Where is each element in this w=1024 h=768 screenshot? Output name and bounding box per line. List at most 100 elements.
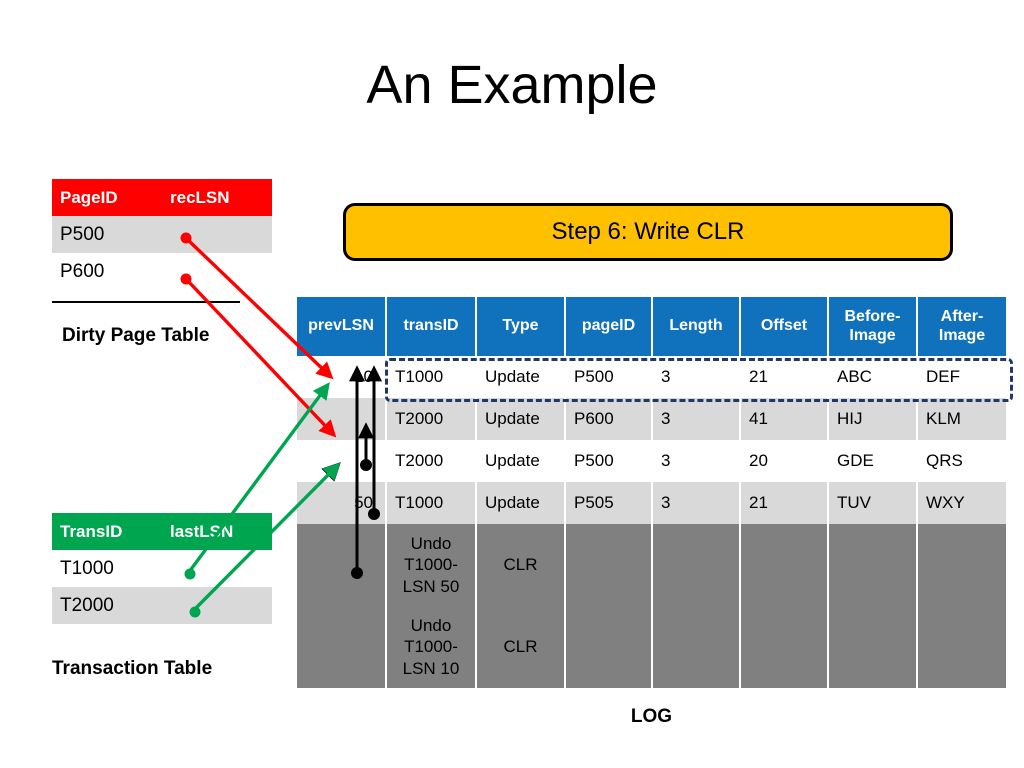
log-header-type: Type: [476, 297, 566, 356]
log-header-length-l1: Length: [669, 317, 723, 335]
log-cell-transid-0: T1000: [386, 356, 477, 398]
log-table-row: 50 T1000 Update P505 3 21 TUV WXY: [297, 482, 1006, 524]
log-cell-type-5: CLR: [476, 606, 566, 688]
log-header-pageid-l1: pageID: [581, 317, 636, 335]
log-header-offset: Offset: [740, 297, 829, 356]
log-header-transid-l1: transID: [403, 317, 459, 335]
log-header-before-l1: Before-: [844, 308, 901, 326]
log-cell-prevlsn-3: 50: [297, 482, 387, 524]
log-table-caption: LOG: [630, 706, 673, 727]
log-cell-length-3: 3: [652, 482, 741, 524]
dpt-cell-pageid-1: P600: [52, 253, 162, 290]
log-table-wrapper: prevLSN transID Type pageID Length Offse…: [297, 297, 1006, 688]
dpt-header-pageid: PageID: [52, 179, 162, 216]
dpt-cell-pageid-0: P500: [52, 216, 162, 253]
table-row: P500: [52, 216, 272, 253]
log-header-after-l2: Image: [938, 326, 986, 344]
tt-cell-transid-0: T1000: [52, 550, 162, 587]
log-cell-type-2: Update: [476, 440, 566, 482]
log-cell-offset-5: [740, 606, 829, 688]
log-header-before-l2: Image: [849, 326, 896, 344]
log-cell-type-0: Update: [476, 356, 566, 398]
log-cell-before-4: [828, 524, 918, 606]
log-header-after-image: After- Image: [917, 297, 1006, 356]
log-cell-length-2: 3: [652, 440, 741, 482]
page-title: An Example: [366, 55, 658, 115]
log-cell-after-3: WXY: [917, 482, 1006, 524]
log-cell-transid-1: T2000: [386, 398, 477, 440]
log-cell-pageid-4: [565, 524, 653, 606]
log-cell-prevlsn-0: 10: [297, 356, 387, 398]
log-table-row: T2000 Update P500 3 20 GDE QRS: [297, 440, 1006, 482]
log-cell-type-1: Update: [476, 398, 566, 440]
log-cell-before-3: TUV: [828, 482, 918, 524]
log-table-row: T2000 Update P600 3 41 HIJ KLM: [297, 398, 1006, 440]
tt-cell-lastlsn-0: [162, 550, 272, 587]
log-table: prevLSN transID Type pageID Length Offse…: [297, 297, 1006, 688]
log-header-before-image: Before- Image: [828, 297, 918, 356]
log-cell-offset-0: 21: [740, 356, 829, 398]
transaction-table: TransID lastLSN T1000 T2000: [52, 513, 272, 624]
tt-cell-lastlsn-1: [162, 587, 272, 624]
log-cell-prevlsn-2: [297, 440, 387, 482]
log-cell-before-0: ABC: [828, 356, 918, 398]
log-cell-offset-3: 21: [740, 482, 829, 524]
log-cell-pageid-3: P505: [565, 482, 653, 524]
log-cell-type-3: Update: [476, 482, 566, 524]
log-cell-length-0: 3: [652, 356, 741, 398]
step-callout-box: Step 6: Write CLR: [343, 203, 953, 261]
log-header-row: prevLSN transID Type pageID Length Offse…: [297, 297, 1006, 356]
table-row: T1000: [52, 550, 272, 587]
tt-cell-transid-1: T2000: [52, 587, 162, 624]
dpt-cell-reclsn-1: [162, 253, 272, 290]
log-cell-length-1: 3: [652, 398, 741, 440]
step-callout-label: Step 6: Write CLR: [551, 218, 745, 245]
log-cell-offset-4: [740, 524, 829, 606]
log-header-pageid: pageID: [565, 297, 653, 356]
log-header-length: Length: [652, 297, 741, 356]
dirty-page-table: PageID recLSN P500 P600: [52, 179, 272, 290]
log-cell-offset-2: 20: [740, 440, 829, 482]
log-header-prevlsn: prevLSN: [297, 297, 387, 356]
log-cell-prevlsn-4: [297, 524, 387, 606]
log-cell-after-0: DEF: [917, 356, 1006, 398]
log-cell-transid-3: T1000: [386, 482, 477, 524]
log-cell-type-4: CLR: [476, 524, 566, 606]
log-cell-transid-2: T2000: [386, 440, 477, 482]
table-row: T2000: [52, 587, 272, 624]
log-cell-before-5: [828, 606, 918, 688]
log-header-offset-l1: Offset: [760, 317, 808, 335]
dpt-header-reclsn: recLSN: [162, 179, 272, 216]
dpt-cell-reclsn-0: [162, 216, 272, 253]
log-cell-after-1: KLM: [917, 398, 1006, 440]
log-cell-after-2: QRS: [917, 440, 1006, 482]
dirty-page-table-caption: Dirty Page Table: [62, 325, 210, 346]
dirty-page-table-underline: [52, 301, 240, 303]
table-header-row: TransID lastLSN: [52, 513, 272, 550]
log-header-transid: transID: [386, 297, 477, 356]
log-cell-prevlsn-1: [297, 398, 387, 440]
log-cell-after-4: [917, 524, 1006, 606]
log-cell-after-5: [917, 606, 1006, 688]
log-cell-prevlsn-5: [297, 606, 387, 688]
log-table-row: 10 T1000 Update P500 3 21 ABC DEF: [297, 356, 1006, 398]
log-cell-offset-1: 41: [740, 398, 829, 440]
log-header-type-l1: Type: [502, 317, 539, 335]
transaction-table-caption: Transaction Table: [52, 658, 213, 679]
table-header-row: PageID recLSN: [52, 179, 272, 216]
tt-header-transid: TransID: [52, 513, 162, 550]
log-cell-length-5: [652, 606, 741, 688]
log-cell-length-4: [652, 524, 741, 606]
log-cell-pageid-5: [565, 606, 653, 688]
log-header-prevlsn-l1: prevLSN: [308, 317, 374, 335]
log-cell-pageid-2: P500: [565, 440, 653, 482]
log-cell-before-2: GDE: [828, 440, 918, 482]
tt-header-lastlsn: lastLSN: [162, 513, 272, 550]
log-cell-before-1: HIJ: [828, 398, 918, 440]
table-row: P600: [52, 253, 272, 290]
